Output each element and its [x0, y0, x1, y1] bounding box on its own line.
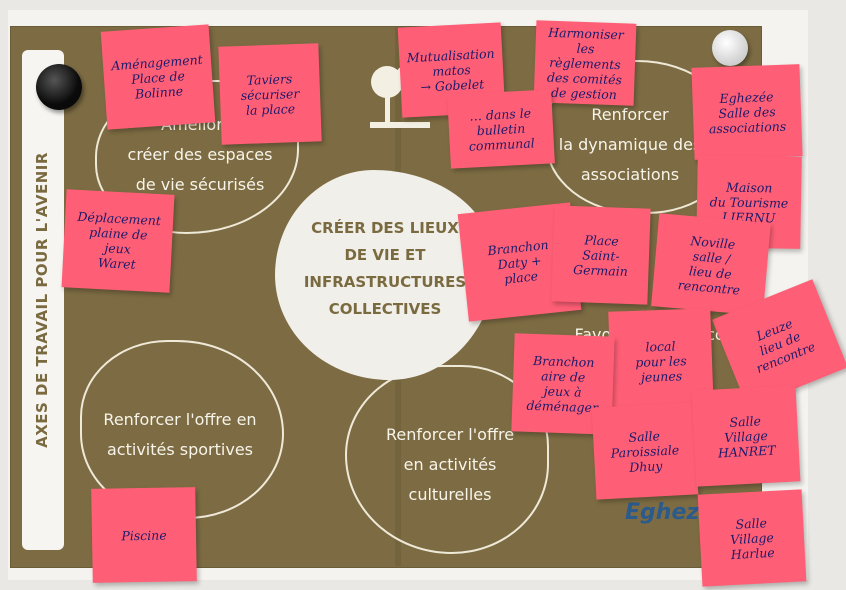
eghezee-logo: Eghez: [625, 500, 700, 525]
sticky-note: Salle Village HANRET: [691, 385, 801, 487]
sticky-note: … dans le bulletin communal: [447, 89, 555, 169]
sticky-note: Aménagement Place de Bolinne: [100, 24, 216, 130]
axis-bottom-center: Renforcer l'offre en activités culturell…: [385, 425, 515, 504]
sticky-note: Déplacement plaine de jeux Waret: [61, 189, 175, 293]
sidebar-panel: [22, 50, 64, 550]
sidebar-title: AXES DE TRAVAIL POUR L'AVENIR: [33, 152, 51, 448]
axis-bottom-left: Renforcer l'offre en activités sportives: [103, 410, 257, 459]
center-title: CRÉER DES LIEUX DE VIE ET INFRASTRUCTURE…: [303, 219, 467, 318]
axis-top-left: Améliorer créer des espaces de vie sécur…: [127, 115, 273, 194]
center-blob: [275, 170, 495, 380]
sticky-note: Salle Village Harlue: [697, 489, 807, 587]
sticky-note: Eghezée Salle des associations: [691, 64, 803, 160]
outline-bottom-center: [345, 365, 549, 554]
sticky-note: Taviers sécuriser la place: [218, 43, 322, 145]
black-magnet: [36, 64, 82, 110]
white-magnet: [712, 30, 748, 66]
sticky-note: Place Saint- Germain: [551, 205, 651, 305]
sticky-note: Noville salle / lieu de rencontre: [651, 213, 771, 316]
sticky-note: Salle Paroissiale Dhuy: [591, 402, 699, 500]
sticky-note: Piscine: [91, 487, 197, 583]
